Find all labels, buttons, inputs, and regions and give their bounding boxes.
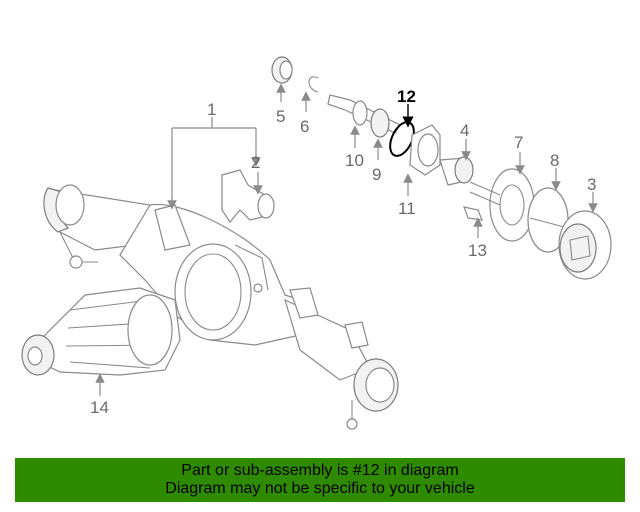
banner-line-2: Diagram may not be specific to your vehi… — [165, 480, 475, 497]
snap-ring-part-6 — [308, 76, 319, 93]
callout-3: 3 — [587, 175, 596, 194]
callout-6: 6 — [300, 117, 309, 136]
hub-flange-part-7 — [469, 168, 535, 242]
bracket-part-2 — [221, 169, 275, 224]
differential-carrier — [21, 287, 181, 376]
callout-11: 11 — [398, 199, 416, 218]
callout-9: 9 — [372, 165, 381, 184]
hub-part-3 — [558, 210, 612, 280]
callout-13: 13 — [468, 241, 487, 260]
bearing-part-4 — [439, 156, 474, 186]
callout-1: 1 — [207, 100, 216, 119]
info-banner: Part or sub-assembly is #12 in diagram D… — [15, 458, 625, 502]
callout-5: 5 — [276, 107, 285, 126]
callout-10: 10 — [345, 151, 364, 170]
callout-12: 12 — [397, 87, 416, 106]
callout-8: 8 — [550, 151, 559, 170]
callout-2: 2 — [251, 153, 260, 172]
oil-seal-part-5 — [271, 56, 293, 84]
callout-14: 14 — [90, 398, 109, 417]
leader-lines — [95, 83, 598, 396]
axle-housing — [43, 184, 399, 430]
bolt-part-13 — [463, 206, 483, 221]
banner-line-1: Part or sub-assembly is #12 in diagram — [181, 462, 459, 479]
callout-7: 7 — [514, 133, 523, 152]
bearing-retainer-part-11 — [409, 124, 441, 176]
axle-shaft — [327, 94, 401, 138]
callout-4: 4 — [460, 121, 469, 140]
callout-labels: 1 2 3 4 5 6 7 8 9 10 11 12 13 14 — [90, 87, 596, 417]
